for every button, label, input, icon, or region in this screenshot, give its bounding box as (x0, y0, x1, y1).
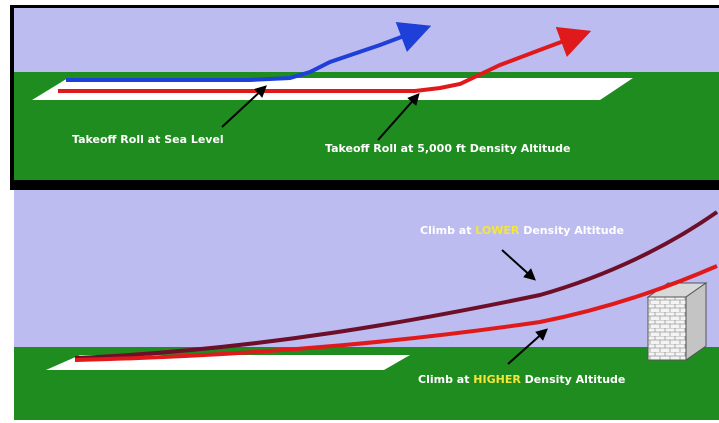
higher-da-pointer-arrow (507, 328, 548, 365)
bottom-panel: Climb at LOWER Density Altitude Climb at… (14, 190, 719, 420)
higher-da-climb-path (74, 264, 718, 362)
highlight-lower: LOWER (475, 224, 520, 237)
high-da-pointer-arrow (377, 93, 420, 141)
bottom-sky (14, 190, 719, 347)
sea-level-pointer-arrow (221, 85, 267, 128)
panel-divider (10, 183, 719, 190)
brick-wall-obstacle (646, 282, 708, 361)
label-5000ft: Takeoff Roll at 5,000 ft Density Altitud… (325, 142, 570, 155)
lower-da-pointer-arrow (501, 249, 536, 281)
top-panel: Takeoff Roll at Sea Level Takeoff Roll a… (10, 5, 719, 183)
label-sea-level: Takeoff Roll at Sea Level (72, 133, 224, 146)
sea-level-takeoff-path (66, 22, 432, 82)
lower-da-climb-path (74, 210, 719, 360)
label-climb-higher-da: Climb at HIGHER Density Altitude (418, 373, 625, 386)
highlight-higher: HIGHER (473, 373, 521, 386)
top-sky (14, 8, 719, 72)
high-da-takeoff-path (58, 26, 592, 93)
label-climb-lower-da: Climb at LOWER Density Altitude (420, 224, 624, 237)
